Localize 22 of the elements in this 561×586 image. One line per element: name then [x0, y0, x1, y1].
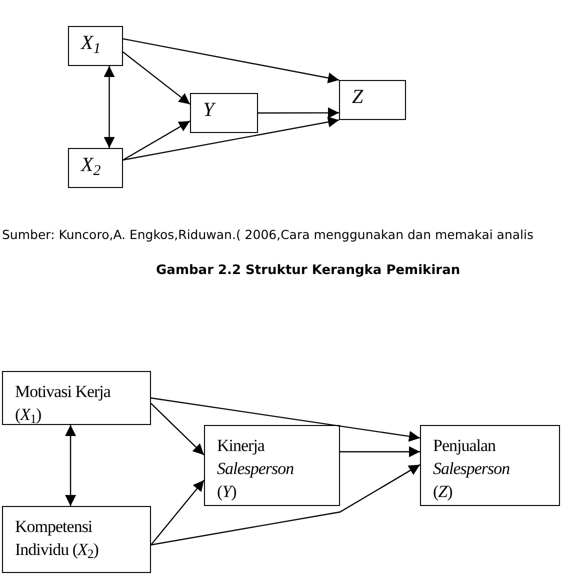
- arrow: [122, 38, 340, 84]
- variable-box: X$_{2}$: [68, 148, 123, 188]
- arrow: [104, 66, 115, 148]
- arrow: [122, 52, 190, 105]
- figure-caption: Gambar 2.2 Struktur Kerangka Pemikiran: [156, 262, 460, 280]
- arrow: [258, 107, 339, 118]
- variable-box: Motivasi Kerja (X$_{1}$): [2, 371, 151, 425]
- variable-box: Kompetensi Individu (X$_{2}$): [2, 506, 151, 573]
- source-note: Sumber: Kuncoro,A. Engkos,Riduwan.( 2006,Cara menggunakan dan memakai analis: [2, 226, 534, 244]
- variable-box: Z: [339, 80, 406, 120]
- variable-box: X$_{1}$: [68, 26, 123, 66]
- arrow: [122, 120, 190, 161]
- variable-box: Y: [190, 93, 258, 133]
- arrow: [150, 480, 204, 546]
- variable-box: Kinerja Salesperson (Y): [204, 425, 340, 506]
- arrow: [65, 425, 76, 506]
- arrow: [150, 397, 420, 442]
- arrow: [150, 464, 420, 546]
- arrow: [150, 402, 204, 456]
- arrow: [340, 446, 420, 458]
- variable-box: Penjualan Salesperson (Z): [420, 425, 560, 506]
- arrow: [122, 116, 340, 161]
